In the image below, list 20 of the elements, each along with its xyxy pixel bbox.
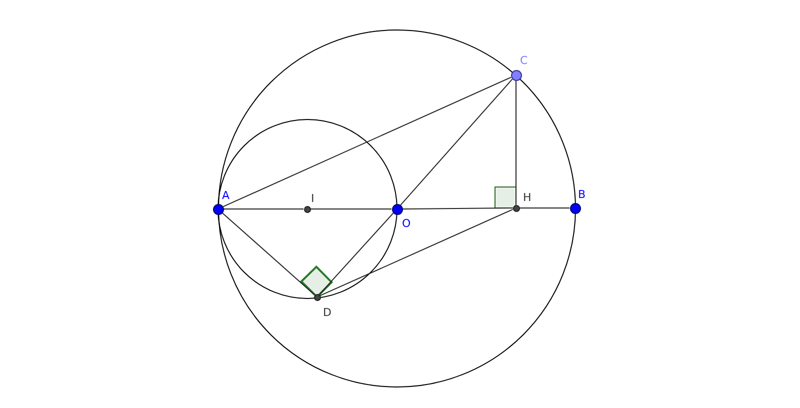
point	[304, 206, 310, 212]
point-label: C	[520, 55, 528, 67]
point	[510, 70, 522, 80]
line-segment	[222, 76, 512, 208]
point-label: A	[222, 190, 230, 202]
point-label: H	[523, 192, 532, 204]
point	[392, 204, 402, 214]
point-label: O	[402, 218, 411, 230]
point	[570, 202, 580, 214]
line-segment	[318, 212, 394, 295]
line-segment	[223, 208, 304, 210]
point-label: B	[578, 189, 586, 201]
point-label: D	[323, 307, 332, 319]
line-segment	[320, 208, 514, 296]
point-label: I	[311, 193, 314, 205]
line-segment	[310, 208, 392, 210]
line-segment	[400, 78, 513, 206]
line-segment	[402, 208, 513, 210]
line-segment	[222, 212, 315, 296]
point	[212, 204, 224, 214]
